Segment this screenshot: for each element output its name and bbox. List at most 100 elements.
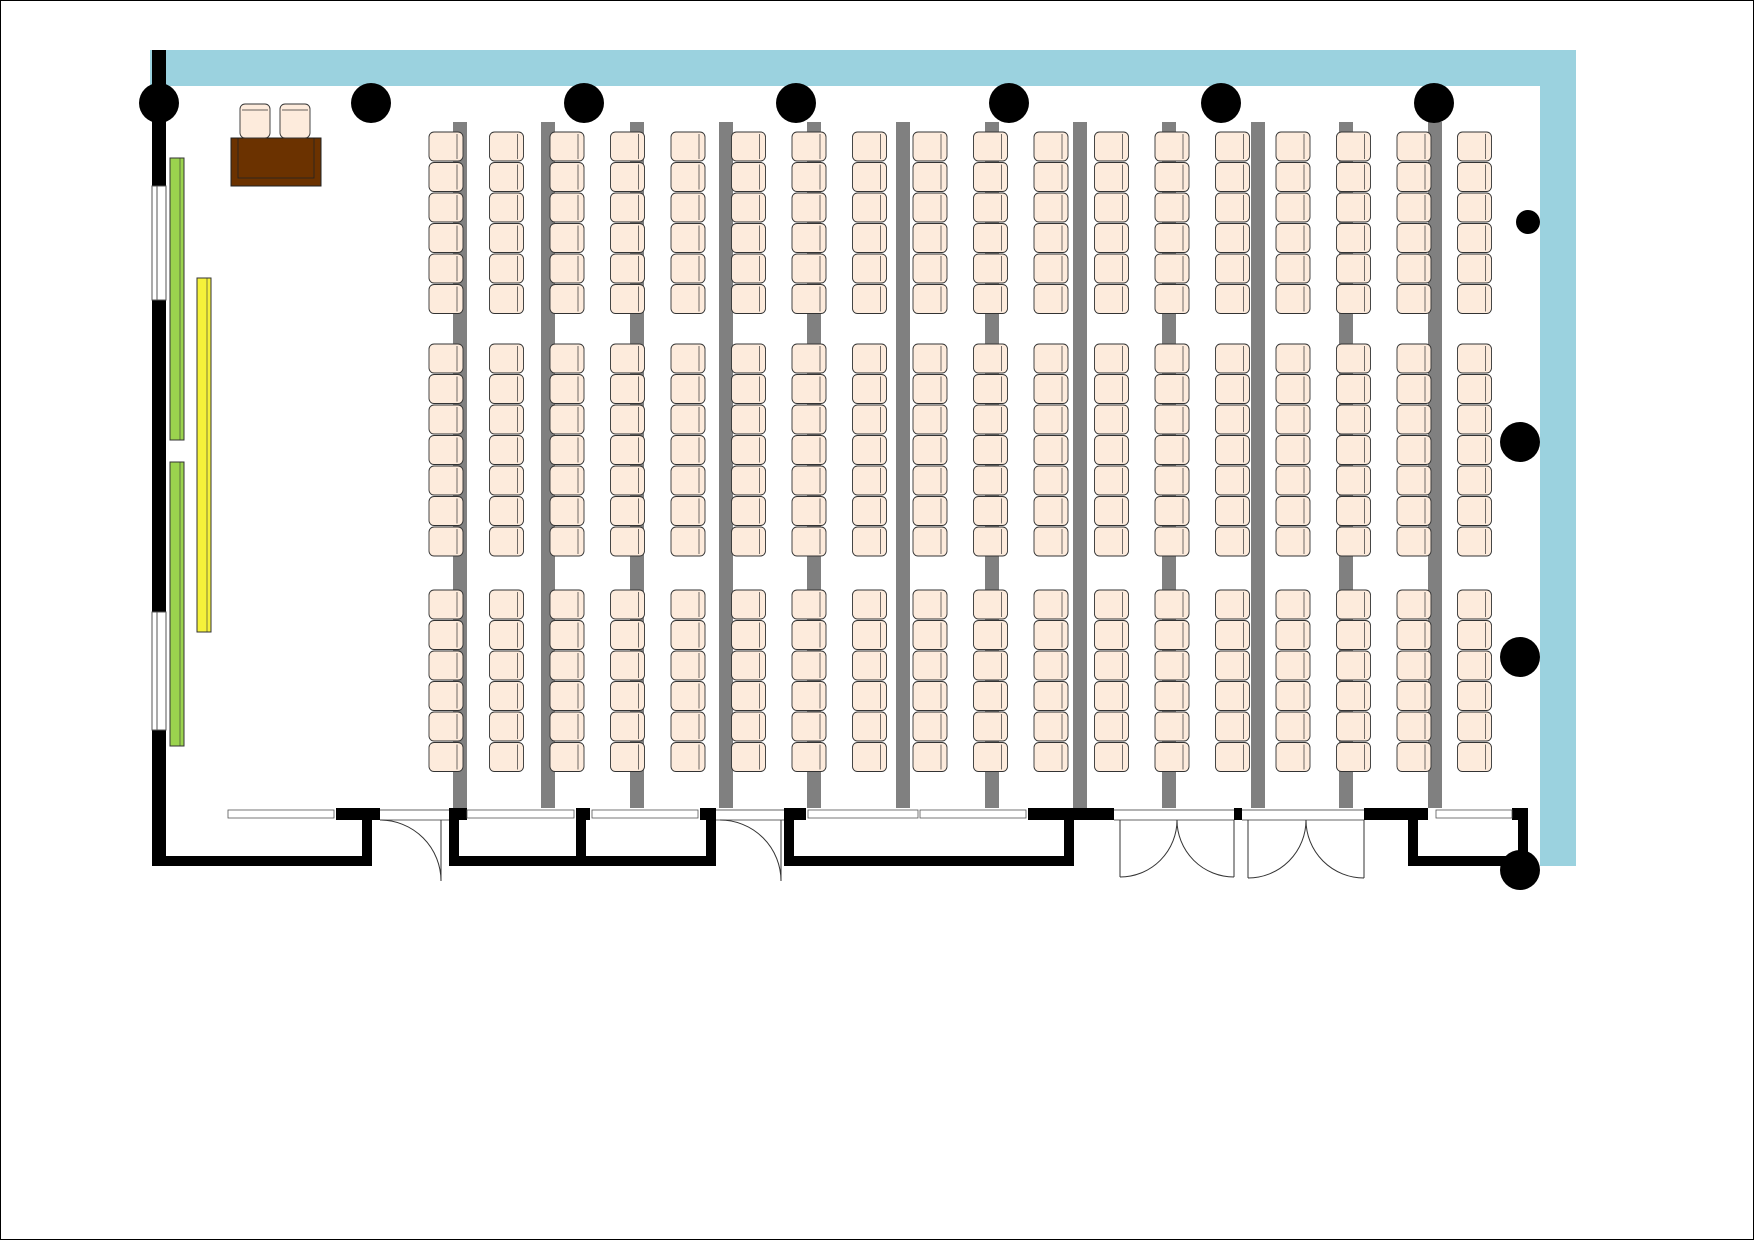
chair-seating-block-bottom-c9-r5 bbox=[912, 711, 948, 742]
podium-icon bbox=[230, 137, 322, 187]
chair-icon bbox=[1033, 681, 1069, 711]
chair-seating-block-bottom-c3-r5 bbox=[549, 711, 585, 742]
chair-icon bbox=[852, 742, 887, 772]
chair-icon bbox=[1094, 465, 1129, 496]
chair-seating-block-bottom-c11-r1 bbox=[1033, 589, 1069, 620]
chair-icon bbox=[973, 526, 1008, 557]
chair-seating-block-top-c14-r4 bbox=[1215, 223, 1250, 253]
chair-icon bbox=[428, 253, 464, 284]
chair-seating-block-top-c15-r1 bbox=[1275, 131, 1311, 162]
chair-seating-block-bottom-c14-r4 bbox=[1215, 681, 1250, 711]
chair-seating-block-middle-c1-r6 bbox=[428, 496, 464, 526]
room-window-5 bbox=[919, 809, 1027, 819]
chair-icon bbox=[791, 435, 827, 465]
chair-icon bbox=[1275, 253, 1311, 284]
chair-icon bbox=[973, 223, 1008, 253]
chair-seating-block-middle-c16-r3 bbox=[1336, 404, 1371, 435]
storage-room-4-bottom bbox=[784, 856, 1074, 866]
chair-icon bbox=[731, 223, 766, 253]
chair-icon bbox=[428, 650, 464, 681]
chair-icon bbox=[1336, 253, 1371, 284]
chair-seating-block-bottom-c17-r2 bbox=[1396, 620, 1432, 650]
chair-icon bbox=[1033, 343, 1069, 374]
chair-seating-block-middle-c15-r1 bbox=[1275, 343, 1311, 374]
chair-seating-block-middle-c9-r1 bbox=[912, 343, 948, 374]
chair-icon bbox=[1275, 131, 1311, 162]
chair-seating-block-top-c17-r5 bbox=[1396, 253, 1432, 284]
chair-icon bbox=[1215, 496, 1250, 526]
chair-icon bbox=[428, 404, 464, 435]
chair-seating-block-middle-c18-r2 bbox=[1457, 374, 1492, 404]
chair-seating-block-middle-c15-r6 bbox=[1275, 496, 1311, 526]
chair-icon bbox=[1457, 589, 1492, 620]
chair-seating-block-top-c11-r4 bbox=[1033, 223, 1069, 253]
chair-icon bbox=[428, 589, 464, 620]
chair-seating-block-middle-c14-r5 bbox=[1215, 465, 1250, 496]
chair-seating-block-top-c17-r3 bbox=[1396, 192, 1432, 223]
chair-icon bbox=[1215, 162, 1250, 192]
chair-icon bbox=[610, 465, 645, 496]
chair-icon bbox=[1033, 465, 1069, 496]
chair-seating-block-bottom-c6-r1 bbox=[731, 589, 766, 620]
chair-icon bbox=[791, 681, 827, 711]
chair-icon bbox=[1396, 589, 1432, 620]
chair-seating-block-top-c9-r3 bbox=[912, 192, 948, 223]
chair-seating-block-top-c18-r1 bbox=[1457, 131, 1492, 162]
chair-seating-block-bottom-c16-r6 bbox=[1336, 742, 1371, 772]
chair-seating-block-top-c4-r3 bbox=[610, 192, 645, 223]
chair-seating-block-top-c2-r5 bbox=[489, 253, 524, 284]
chair-icon bbox=[670, 192, 706, 223]
chair-icon bbox=[549, 223, 585, 253]
chair-seating-block-bottom-c11-r6 bbox=[1033, 742, 1069, 772]
chair-icon bbox=[489, 650, 524, 681]
chair-icon bbox=[1336, 374, 1371, 404]
chair-icon bbox=[731, 526, 766, 557]
chair-seating-block-middle-c6-r7 bbox=[731, 526, 766, 557]
storage-room-5-left bbox=[1408, 808, 1418, 866]
chair-seating-block-top-c3-r4 bbox=[549, 223, 585, 253]
storage-room-3-right bbox=[706, 808, 716, 866]
chair-seating-block-top-c5-r1 bbox=[670, 131, 706, 162]
wall-cap-8 bbox=[1364, 808, 1428, 820]
chair-seating-block-middle-c12-r6 bbox=[1094, 496, 1129, 526]
room-window-1 bbox=[227, 809, 335, 819]
chair-seating-block-bottom-c9-r6 bbox=[912, 742, 948, 772]
chair-seating-block-top-c14-r5 bbox=[1215, 253, 1250, 284]
single-door-2-swing bbox=[719, 819, 782, 882]
chair-icon bbox=[1336, 681, 1371, 711]
chair-seating-block-bottom-c18-r4 bbox=[1457, 681, 1492, 711]
chair-icon bbox=[1154, 465, 1190, 496]
chair-seating-block-top-c14-r3 bbox=[1215, 192, 1250, 223]
chair-icon bbox=[1457, 192, 1492, 223]
whiteboard-icon bbox=[169, 157, 185, 441]
chair-icon bbox=[610, 162, 645, 192]
chair-icon bbox=[973, 284, 1008, 314]
chair-seating-block-bottom-c7-r1 bbox=[791, 589, 827, 620]
chair-seating-block-middle-c11-r3 bbox=[1033, 404, 1069, 435]
chair-icon bbox=[1396, 223, 1432, 253]
chair-seating-block-bottom-c18-r1 bbox=[1457, 589, 1492, 620]
chair-icon bbox=[1336, 435, 1371, 465]
chair-icon bbox=[1457, 343, 1492, 374]
podium-chair-icon bbox=[279, 103, 311, 139]
chair-icon bbox=[1396, 742, 1432, 772]
double-door-1-swing-left bbox=[1119, 819, 1178, 878]
chair-seating-block-middle-c9-r4 bbox=[912, 435, 948, 465]
storage-room-1-left bbox=[152, 808, 162, 866]
chair-seating-block-middle-c17-r6 bbox=[1396, 496, 1432, 526]
chair-icon bbox=[1094, 131, 1129, 162]
chair-icon bbox=[731, 465, 766, 496]
chair-seating-block-top-c12-r5 bbox=[1094, 253, 1129, 284]
chair-icon bbox=[670, 711, 706, 742]
chair-seating-block-middle-c10-r6 bbox=[973, 496, 1008, 526]
chair-seating-block-middle-c10-r1 bbox=[973, 343, 1008, 374]
chair-seating-block-bottom-c8-r3 bbox=[852, 650, 887, 681]
chair-icon bbox=[489, 465, 524, 496]
chair-seating-block-middle-c6-r6 bbox=[731, 496, 766, 526]
chair-icon bbox=[1094, 589, 1129, 620]
chair-seating-block-middle-c4-r2 bbox=[610, 374, 645, 404]
chair-icon bbox=[1275, 343, 1311, 374]
chair-icon bbox=[1033, 435, 1069, 465]
chair-icon bbox=[549, 253, 585, 284]
chair-seating-block-bottom-c10-r3 bbox=[973, 650, 1008, 681]
